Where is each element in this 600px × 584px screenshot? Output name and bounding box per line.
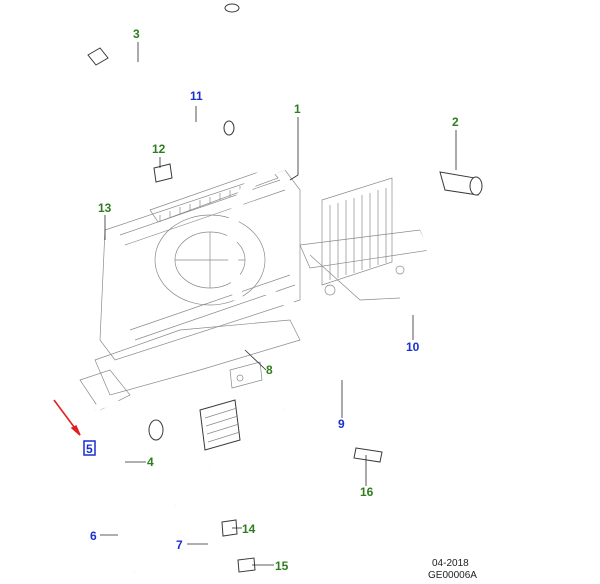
hose-7 [171,434,274,577]
callout-7: 7 [176,538,183,552]
callout-4: 4 [147,455,154,469]
callout-15: 15 [275,559,289,573]
bracket-16 [353,447,383,463]
callout-12: 12 [152,142,166,156]
engine-radiator-assembly [79,167,431,451]
callout-1: 1 [294,102,301,116]
part-12-clip [153,163,173,183]
callout-14: 14 [242,522,256,536]
callout-13: 13 [98,201,112,215]
leader-lines [100,42,457,566]
footer-code: GE00006A [428,570,477,581]
callout-16: 16 [360,485,374,499]
hose-11 [118,116,235,179]
callout-8: 8 [266,363,273,377]
bracket-15 [237,557,256,573]
highlight-arrow [53,399,81,436]
hose-2-connector [439,171,483,196]
callout-11: 11 [190,89,203,103]
hose-8 [199,331,260,351]
hose-4 [90,419,164,477]
callout-10: 10 [406,340,420,354]
callout-3: 3 [133,27,140,41]
callout-9: 9 [338,417,345,431]
hose-3 [81,3,240,87]
callout-5: 5 [86,442,93,456]
bracket-14 [221,519,238,537]
footer-date: 04-2018 [432,558,469,569]
highlight-box [83,440,96,456]
hose-9 [282,367,416,413]
callout-6: 6 [90,529,97,543]
callout-2: 2 [452,115,459,129]
hose-10 [263,201,472,337]
hose-5 [92,399,122,413]
hose-6 [116,504,139,574]
hose-1 [226,135,404,301]
